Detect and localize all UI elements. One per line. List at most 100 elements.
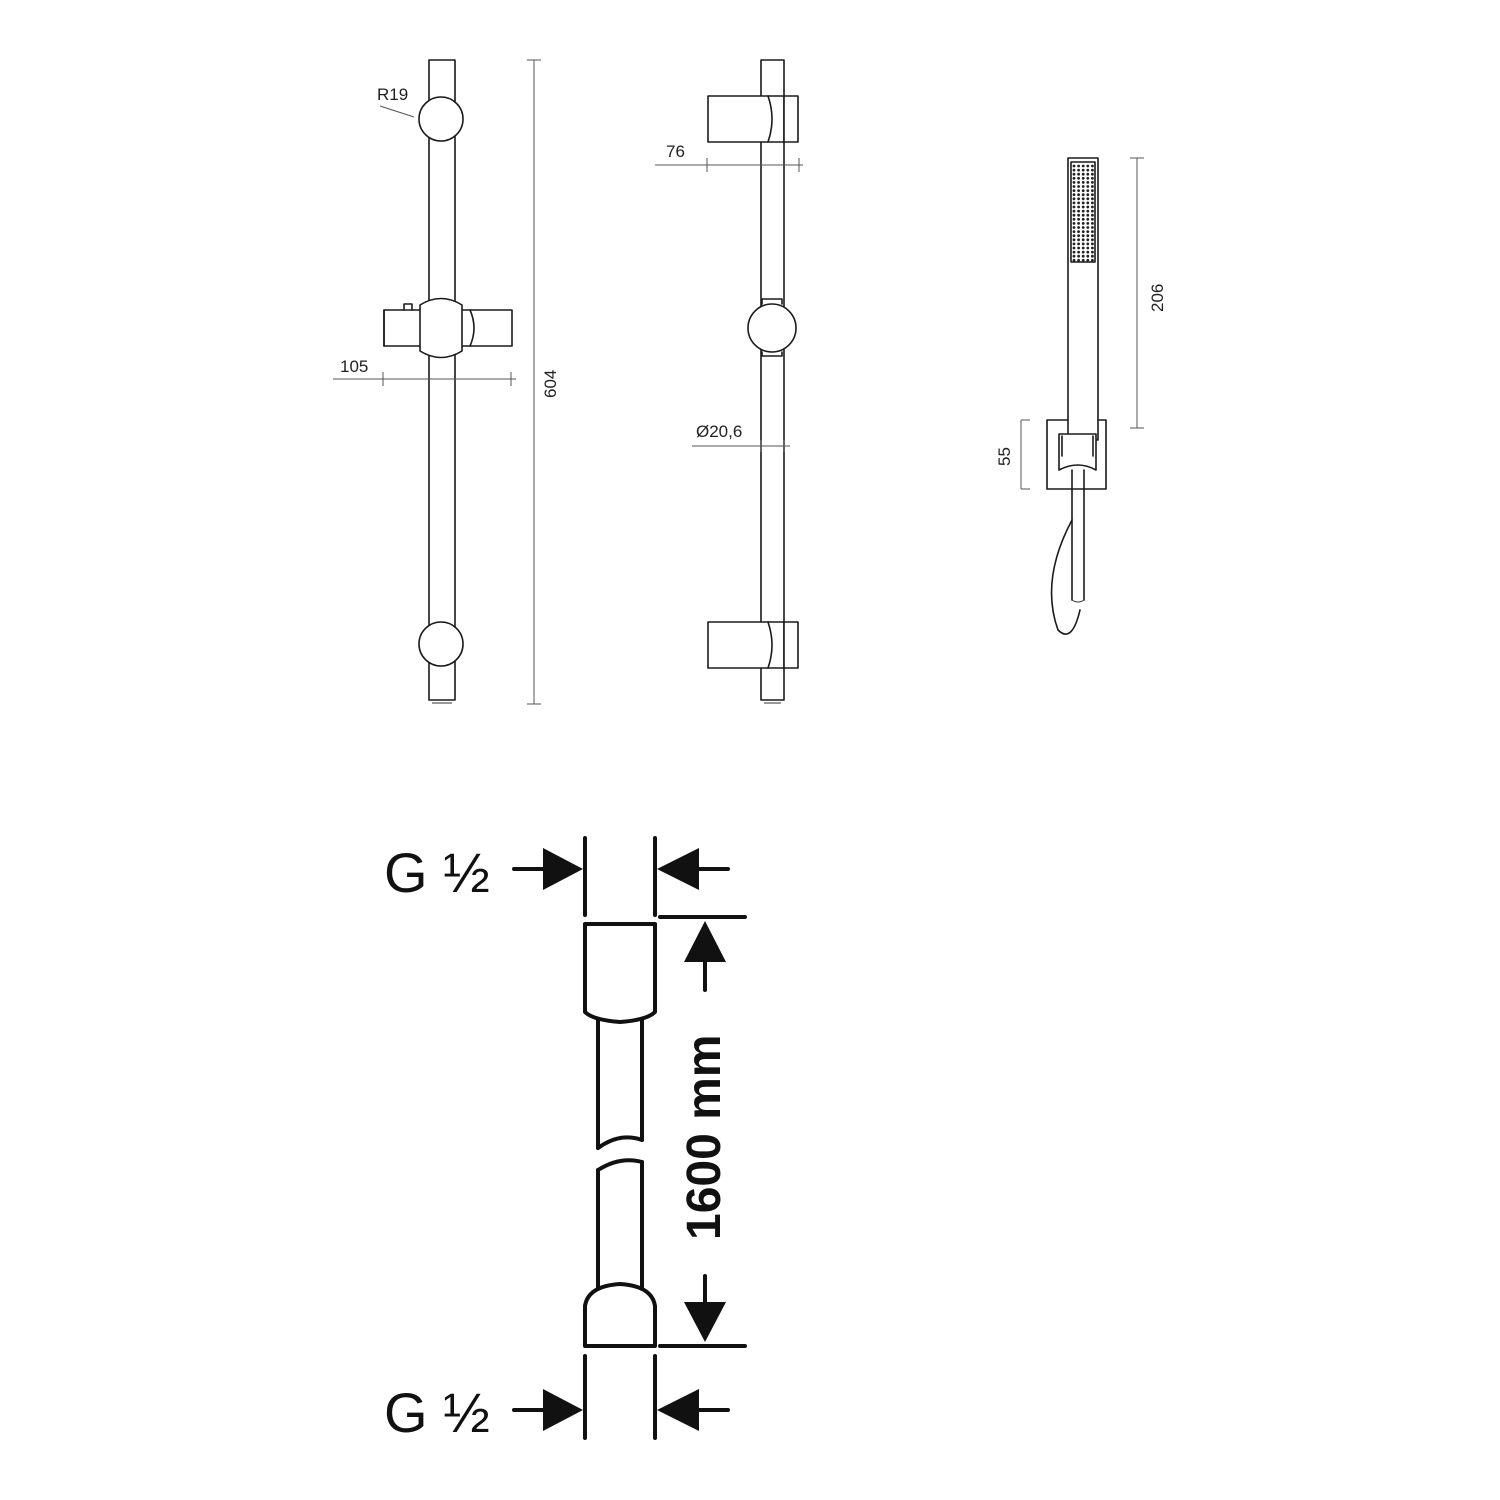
nozzle-dot (1072, 238, 1076, 242)
bottom-fitting (583, 1282, 657, 1348)
nozzle-dot (1077, 217, 1080, 221)
nozzle-dot (1081, 205, 1085, 209)
nozzle-dot (1077, 205, 1080, 209)
nozzle-dot (1086, 205, 1090, 209)
slider-depth-label: 105 (340, 357, 368, 376)
nozzle-dot (1086, 168, 1090, 172)
nozzle-dot (1077, 176, 1080, 180)
nozzle-dot (1077, 234, 1080, 238)
nozzle-dot (1086, 250, 1090, 254)
nozzle-dot (1091, 217, 1094, 221)
handshower-length-label: 206 (1148, 284, 1167, 312)
nozzle-dot (1091, 213, 1094, 217)
nozzle-dot (1077, 185, 1080, 188)
nozzle-dot (1081, 181, 1085, 184)
nozzle-dot (1091, 222, 1094, 225)
nozzle-dot (1081, 254, 1085, 258)
thread-top-label: G ½ (384, 841, 490, 904)
nozzle-dot (1091, 201, 1094, 205)
nozzle-dot (1091, 164, 1094, 168)
nozzle-dot (1091, 234, 1094, 238)
nozzle-dot (1072, 213, 1076, 217)
nozzle-dot (1091, 250, 1094, 254)
nozzle-dot (1081, 234, 1085, 238)
nozzle-dot (1072, 181, 1076, 184)
nozzle-dot (1077, 238, 1080, 242)
nozzle-dot (1072, 250, 1076, 254)
nozzle-dot (1072, 168, 1076, 172)
nozzle-dot (1086, 234, 1090, 238)
nozzle-dot (1086, 254, 1090, 258)
nozzle-dot (1086, 242, 1090, 246)
nozzle-dot (1081, 230, 1085, 234)
nozzle-dot (1091, 193, 1094, 197)
bottom-right-arrow-icon (657, 1389, 699, 1431)
nozzle-dot (1086, 238, 1090, 242)
nozzle-dot (1091, 197, 1094, 201)
nozzle-dot (1081, 213, 1085, 217)
nozzle-dot (1091, 189, 1094, 193)
tube-diameter-label: Ø20,6 (696, 422, 742, 441)
nozzle-dot (1077, 164, 1080, 168)
nozzle-dot (1086, 222, 1090, 225)
nozzle-dot (1086, 197, 1090, 201)
top-left-arrow-icon (543, 848, 583, 890)
nozzle-dot (1077, 254, 1080, 258)
nozzle-dot (1072, 234, 1076, 238)
nozzle-dot (1077, 213, 1080, 217)
nozzle-dot (1077, 258, 1080, 262)
top-round-bracket (418, 96, 464, 142)
nozzle-dot (1086, 230, 1090, 234)
nozzle-dot (1081, 193, 1085, 197)
rail-length-label: 604 (541, 370, 560, 398)
nozzle-dot (1091, 226, 1094, 229)
rail-front-view: R19 105 604 (333, 59, 560, 705)
bottom-left-arrow-icon (543, 1389, 583, 1431)
nozzle-dot (1086, 193, 1090, 197)
nozzle-dot (1077, 242, 1080, 246)
nozzle-dot (1091, 242, 1094, 246)
nozzle-dot (1091, 181, 1094, 184)
nozzle-dot (1077, 193, 1080, 197)
nozzle-dot (1077, 230, 1080, 234)
nozzle-dot (1091, 185, 1094, 188)
nozzle-dot (1086, 226, 1090, 229)
nozzle-dot (1072, 164, 1076, 168)
nozzle-dot (1077, 222, 1080, 225)
side-slider (747, 298, 797, 357)
nozzle-dot (1091, 205, 1094, 209)
nozzle-dot (1086, 176, 1090, 180)
nozzle-dot (1072, 222, 1076, 225)
slider-holder (383, 297, 513, 359)
nozzle-dot (1081, 197, 1085, 201)
handshower-view: 206 55 (995, 157, 1167, 635)
length-up-arrow-icon (684, 921, 726, 962)
nozzle-dot (1086, 164, 1090, 168)
nozzle-dot (1072, 230, 1076, 234)
hose-length-label: 1600 mm (678, 1035, 731, 1240)
nozzle-dot (1091, 258, 1094, 262)
nozzle-dot (1072, 197, 1076, 201)
nozzle-dot (1081, 258, 1085, 262)
nozzle-dot (1072, 258, 1076, 262)
top-fitting (583, 922, 657, 1024)
nozzle-dot (1086, 172, 1090, 176)
nozzle-dot (1091, 238, 1094, 242)
nozzle-dot (1072, 242, 1076, 246)
nozzle-dot (1081, 209, 1085, 213)
nozzle-dot (1086, 246, 1090, 250)
nozzle-dot (1086, 181, 1090, 184)
nozzle-dot (1081, 189, 1085, 193)
nozzle-dot (1086, 209, 1090, 213)
nozzle-dot (1077, 250, 1080, 254)
nozzle-dot (1081, 185, 1085, 188)
nozzle-dot (1077, 246, 1080, 250)
nozzle-dot (1077, 181, 1080, 184)
nozzle-dot (1072, 201, 1076, 205)
nozzle-dot (1077, 209, 1080, 213)
nozzle-dot (1086, 185, 1090, 188)
holder-height-label: 55 (995, 447, 1014, 466)
nozzle-dot (1091, 209, 1094, 213)
hose-view: G ½ 1600 mm G ½ (384, 836, 747, 1444)
